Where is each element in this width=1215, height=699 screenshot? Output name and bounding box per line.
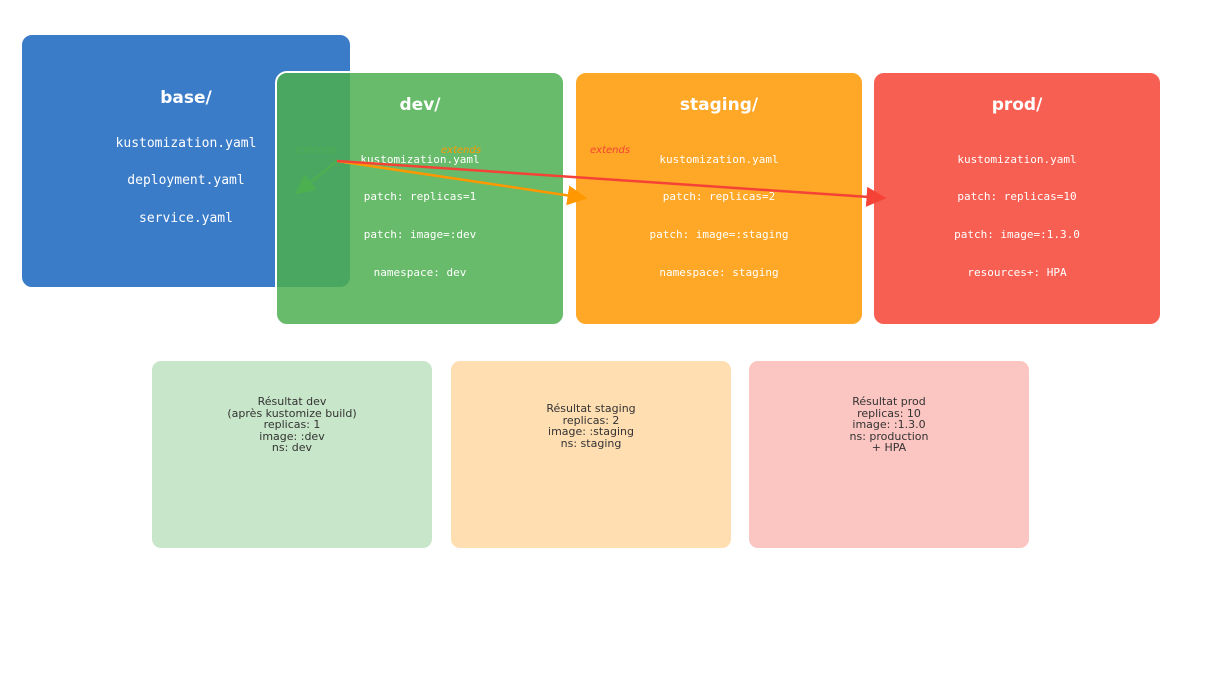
prod-result-title: Résultat prod	[852, 395, 926, 408]
staging-result-image: image: :staging	[548, 425, 634, 438]
dev-line-namespace: namespace: dev	[373, 266, 467, 279]
dev-line-replicas: patch: replicas=1	[363, 190, 477, 203]
edge-base-prod	[336, 159, 887, 207]
dev-line-image: patch: image=:dev	[363, 228, 477, 241]
prod-line-kustomization: kustomization.yaml	[957, 153, 1077, 166]
staging-line-image: patch: image=:staging	[649, 228, 789, 241]
dev-result-note: (après kustomize build)	[227, 406, 357, 420]
prod-line-resources: resources+: HPA	[967, 266, 1067, 279]
staging-line-kustomization: kustomization.yaml	[659, 153, 779, 166]
prod-result-hpa: + HPA	[871, 441, 907, 454]
edge-base-dev	[295, 160, 338, 195]
staging-overlay-box: staging/ kustomization.yaml patch: repli…	[574, 71, 864, 326]
staging-line-namespace: namespace: staging	[659, 266, 779, 279]
edge-label-prod: extends	[590, 145, 631, 156]
prod-result-image: image: :1.3.0	[852, 418, 926, 431]
dev-result-image: image: :dev	[259, 429, 325, 443]
edge-base-staging	[336, 159, 588, 206]
staging-title: staging/	[679, 95, 759, 115]
edge-label-staging: extends	[441, 145, 482, 156]
staging-result-replicas: replicas: 2	[562, 413, 620, 427]
dev-result-box: Résultat dev (après kustomize build) rep…	[151, 360, 433, 549]
dev-result-ns: ns: dev	[271, 441, 313, 454]
base-title: base/	[160, 88, 212, 108]
dev-title: dev/	[399, 95, 441, 115]
base-file-service: service.yaml	[139, 211, 233, 226]
base-file-kustomization: kustomization.yaml	[115, 136, 257, 151]
dev-result-replicas: replicas: 1	[263, 418, 321, 431]
prod-result-box: Résultat prod replicas: 10 image: :1.3.0…	[748, 360, 1030, 549]
base-file-deployment: deployment.yaml	[127, 173, 245, 188]
prod-result-ns: ns: production	[849, 429, 929, 443]
prod-overlay-box: prod/ kustomization.yaml patch: replicas…	[872, 71, 1162, 326]
staging-result-title: Résultat staging	[546, 402, 636, 415]
prod-line-replicas: patch: replicas=10	[957, 190, 1077, 203]
staging-result-ns: ns: staging	[560, 436, 622, 450]
prod-result-replicas: replicas: 10	[857, 406, 921, 420]
prod-title: prod/	[991, 95, 1043, 115]
edge-label-dev: extends	[296, 145, 337, 156]
staging-result-box: Résultat staging replicas: 2 image: :sta…	[450, 360, 732, 549]
dev-result-title: Résultat dev	[257, 395, 327, 408]
staging-line-replicas: patch: replicas=2	[662, 190, 776, 203]
dev-line-kustomization: kustomization.yaml	[360, 153, 480, 166]
dev-overlay-box: dev/ kustomization.yaml patch: replicas=…	[275, 71, 565, 326]
prod-line-image: patch: image=:1.3.0	[954, 228, 1080, 241]
